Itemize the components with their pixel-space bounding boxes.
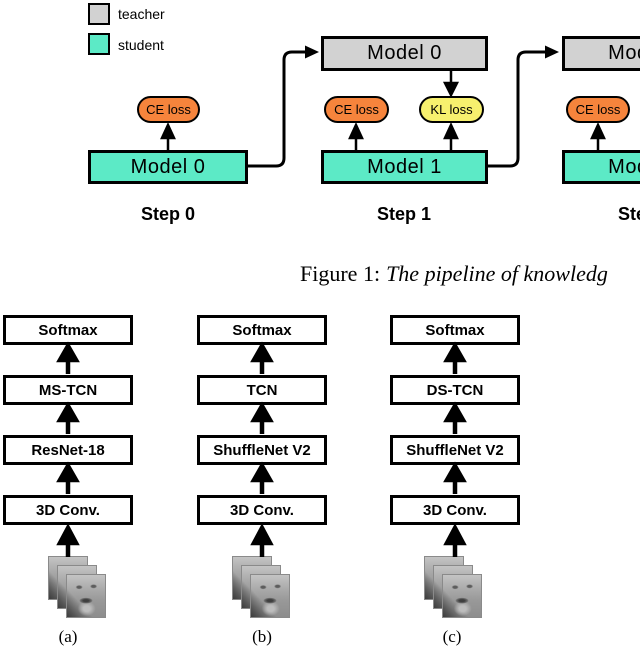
step-label: Step 1 xyxy=(376,204,432,224)
caption-italic-text: The pipeline of knowledg xyxy=(386,261,608,286)
ce-loss-pill: CE loss xyxy=(566,96,630,123)
student-model-box: Model 0 xyxy=(88,150,248,184)
layer-box-shufflenet: ShuffleNet V2 xyxy=(390,435,520,465)
ce-loss-pill: CE loss xyxy=(324,96,389,123)
layer-box-3dconv: 3D Conv. xyxy=(197,495,327,525)
caption-prefix: Figure 1: xyxy=(300,261,381,286)
arrow-up-icon xyxy=(443,122,459,150)
arrow-up-icon xyxy=(160,122,176,150)
arrow-up-icon xyxy=(250,523,274,557)
layer-box-3dconv: 3D Conv. xyxy=(3,495,133,525)
arrow-up-icon xyxy=(250,401,274,434)
kl-loss-pill: KL loss xyxy=(419,96,484,123)
arrow-right-icon xyxy=(305,45,319,59)
layer-box-shufflenet: ShuffleNet V2 xyxy=(197,435,327,465)
layer-box-tcn: TCN xyxy=(197,375,327,405)
layer-box-3dconv: 3D Conv. xyxy=(390,495,520,525)
step-label: Step 0 xyxy=(140,204,196,224)
layer-box-softmax: Softmax xyxy=(390,315,520,345)
layer-box-mstcn: MS-TCN xyxy=(3,375,133,405)
student-model-box: Model 1 xyxy=(321,150,488,184)
arrow-up-icon xyxy=(443,401,467,434)
layer-box-softmax: Softmax xyxy=(197,315,327,345)
student-color-swatch xyxy=(88,33,110,55)
teacher-model-box: Model 0 xyxy=(321,36,488,71)
arrow-up-icon xyxy=(56,523,80,557)
layer-box-softmax: Softmax xyxy=(3,315,133,345)
lip-video-frame xyxy=(250,574,290,618)
arrow-up-icon xyxy=(56,461,80,494)
column-label-a: (a) xyxy=(58,627,78,646)
lip-video-frame xyxy=(66,574,106,618)
arrow-up-icon xyxy=(250,341,274,374)
arrow-up-icon xyxy=(56,401,80,434)
arrow-up-icon xyxy=(443,341,467,374)
arrow-up-icon xyxy=(250,461,274,494)
lip-video-frame xyxy=(442,574,482,618)
arrow-up-icon xyxy=(443,523,467,557)
arrow-up-icon xyxy=(56,341,80,374)
legend-label-teacher: teacher xyxy=(118,6,165,22)
layer-box-dstcn: DS-TCN xyxy=(390,375,520,405)
ce-loss-pill: CE loss xyxy=(137,96,200,123)
legend-label-student: student xyxy=(118,37,164,53)
step1-to-step2-connector xyxy=(488,50,546,168)
step-label: Step 2 xyxy=(617,204,640,224)
arrow-up-icon xyxy=(443,461,467,494)
column-label-b: (b) xyxy=(252,627,272,646)
arrow-up-icon xyxy=(348,122,364,150)
teacher-color-swatch xyxy=(88,3,110,25)
arrow-right-icon xyxy=(545,45,559,59)
figure-caption: Figure 1:The pipeline of knowledg xyxy=(300,261,608,287)
layer-box-resnet18: ResNet-18 xyxy=(3,435,133,465)
arrow-up-icon xyxy=(590,122,606,150)
step0-to-step1-connector xyxy=(248,50,306,168)
arrow-down-icon xyxy=(442,71,460,98)
student-model-box: Model 2 xyxy=(562,150,640,184)
teacher-model-box: Model 1 xyxy=(562,36,640,71)
column-label-c: (c) xyxy=(442,627,462,646)
